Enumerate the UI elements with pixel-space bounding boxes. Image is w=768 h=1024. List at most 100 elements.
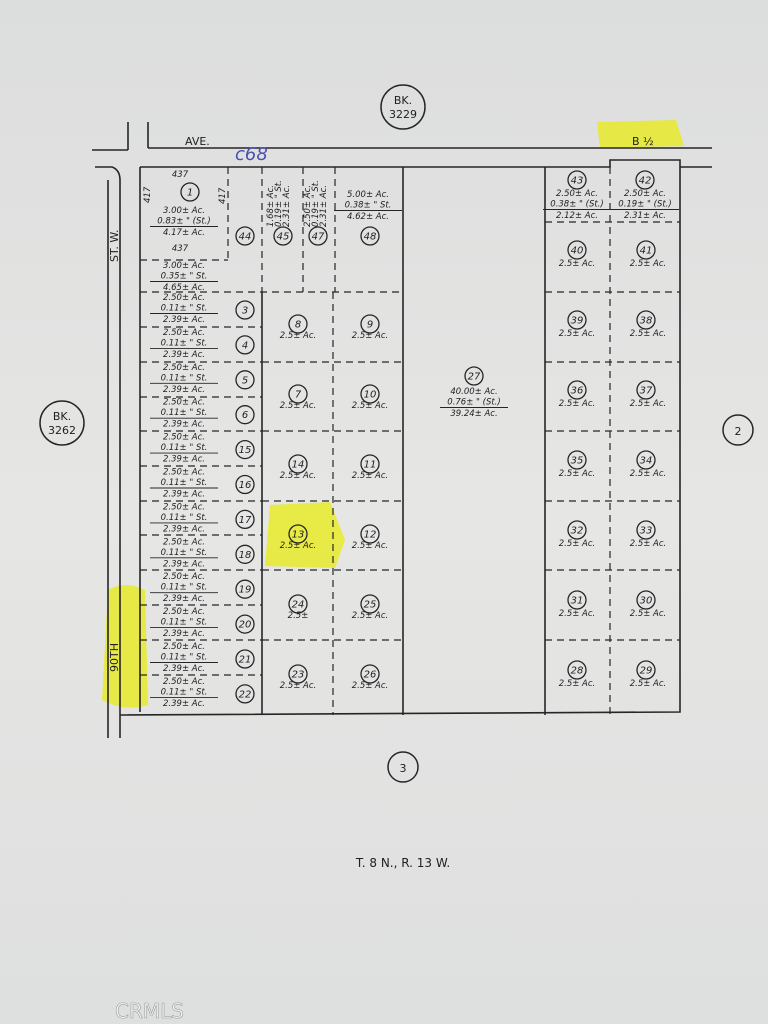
lot-number-circle (235, 684, 255, 704)
lot-number-circle (567, 310, 587, 330)
lot-area: 2.5± Ac. (630, 609, 667, 619)
lot-44: 44 (235, 226, 255, 246)
lot-number: 11 (364, 460, 377, 471)
lot-number: 26 (364, 670, 377, 681)
lot-number-circle (360, 226, 380, 246)
highlight-b-street (597, 120, 684, 148)
lot-area-line: 0.11± " St. (161, 478, 208, 488)
lot-number-circle (567, 240, 587, 260)
lot-area: 2.5± Ac. (559, 469, 596, 479)
parcel-lines (92, 122, 712, 738)
lot-3: 32.50± Ac.0.11± " St.2.39± Ac. (150, 293, 255, 325)
lot-area-line: 4.62± Ac. (347, 212, 389, 222)
lot-area-line: 2.31± Ac. (282, 185, 292, 227)
lot-number-circle (567, 170, 587, 190)
lot-24: 242.5± (288, 594, 308, 621)
adjacent-2-label: 2 (722, 414, 754, 446)
street-st-w-label: ST. W. (108, 229, 121, 262)
highlight-90th (102, 585, 148, 708)
lot-28: 282.5± Ac. (559, 660, 596, 689)
handwritten-note: c68 (235, 144, 268, 165)
lot-number: 39 (571, 316, 584, 327)
lot-number: 47 (312, 232, 325, 243)
dimension-side2: 417 (218, 187, 228, 204)
lot-number-circle (360, 594, 380, 614)
lot-area-line: 0.11± " St. (161, 304, 208, 314)
lot-number: 22 (239, 689, 252, 700)
lot-area-line: 2.39± Ac. (163, 594, 205, 604)
dimension-top: 437 (172, 170, 189, 180)
lot-1b: 3.00± Ac.0.35± " St.4.65± Ac. (150, 261, 218, 293)
lot-20: 202.50± Ac.0.11± " St.2.39± Ac. (150, 607, 255, 639)
lot-9: 92.5± Ac. (352, 314, 388, 341)
lot-area-line: 40.00± Ac. (450, 387, 497, 397)
lot-number: 25 (364, 600, 377, 611)
lot-number: 20 (239, 620, 252, 631)
lot-number-circle (235, 405, 255, 425)
lot-number: 43 (571, 176, 584, 187)
adjacent-bottom-text: 3 (400, 762, 407, 775)
lot-number: 42 (639, 176, 652, 187)
book-top-line2: 3229 (389, 108, 417, 121)
lot-17: 172.50± Ac.0.11± " St.2.39± Ac. (150, 502, 255, 534)
lot-29: 292.5± Ac. (630, 660, 666, 689)
lot-number-circle (288, 524, 308, 544)
lot-number: 37 (640, 386, 653, 397)
lot-area-line: 0.11± " St. (161, 338, 208, 348)
lot-area-line: 2.50± Ac. (163, 363, 205, 373)
lot-number-circle (464, 366, 484, 386)
lot-34: 342.5± Ac. (630, 450, 666, 479)
lot-area-line: 0.76± " (St.) (447, 398, 500, 408)
lot-area-line: 0.11± " St. (161, 373, 208, 383)
lot-number-circle (567, 590, 587, 610)
lot-area-line: 2.50± Ac. (163, 293, 205, 303)
lot-area-line: 2.39± Ac. (163, 524, 205, 534)
lot-area: 2.5± Ac. (559, 399, 596, 409)
dimension-side: 417 (143, 186, 153, 203)
lot-area-line: 2.39± Ac. (163, 699, 205, 709)
lot-number: 38 (640, 316, 653, 327)
lot-number: 19 (239, 585, 252, 596)
lot-number: 4 (242, 340, 248, 351)
lot-38: 382.5± Ac. (630, 310, 666, 339)
lot-area-line: 0.19± " (St.) (618, 200, 671, 210)
lot-area: 2.5± Ac. (559, 539, 596, 549)
lot-16: 162.50± Ac.0.11± " St.2.39± Ac. (150, 468, 255, 500)
lot-area-line: 0.11± " St. (161, 687, 208, 697)
lot-area-line: 0.11± " St. (161, 548, 208, 558)
lot-area-line: 4.17± Ac. (163, 228, 205, 238)
lot-number-circle (360, 384, 380, 404)
lot-area-line: 2.50± Ac. (163, 328, 205, 338)
lot-number-circle (288, 594, 308, 614)
lot-number-circle (288, 454, 308, 474)
lot-area: 2.5± Ac. (280, 681, 317, 691)
lot-area-line: 2.39± Ac. (163, 420, 205, 430)
lot-18: 182.50± Ac.0.11± " St.2.39± Ac. (150, 537, 255, 569)
lot-number: 21 (239, 655, 252, 666)
lot-area-line: 2.39± Ac. (163, 350, 205, 360)
lot-area-line: 2.50± Ac. (624, 189, 666, 199)
lot-area-line: 0.38± " St. (345, 201, 392, 211)
lot-number-circle (636, 660, 656, 680)
lot-area-line: 2.50± Ac. (163, 537, 205, 547)
lot-number-circle (235, 509, 255, 530)
lot-area-line: 0.83± " (St.) (157, 217, 210, 227)
lot-area-line: 2.39± Ac. (163, 629, 205, 639)
lot-number-circle (567, 520, 587, 540)
lot-area: 2.5± Ac. (559, 679, 596, 689)
lot-area-line: 2.12± Ac. (556, 211, 598, 221)
lot-area-line: 2.39± Ac. (163, 664, 205, 674)
lot-number: 27 (468, 372, 481, 383)
lot-number-circle (360, 454, 380, 474)
lot-area-line: 2.50± Ac. (163, 502, 205, 512)
lot-30: 302.5± Ac. (630, 590, 667, 619)
lot-32: 322.5± Ac. (559, 520, 596, 549)
lot-number: 23 (292, 670, 305, 681)
lot-number-circle (288, 664, 308, 684)
lot-number-circle (235, 335, 255, 355)
lot-number: 45 (277, 232, 290, 243)
lot-42: 422.50± Ac.0.19± " (St.)2.31± Ac. (611, 170, 679, 221)
lot-number: 44 (239, 232, 252, 243)
